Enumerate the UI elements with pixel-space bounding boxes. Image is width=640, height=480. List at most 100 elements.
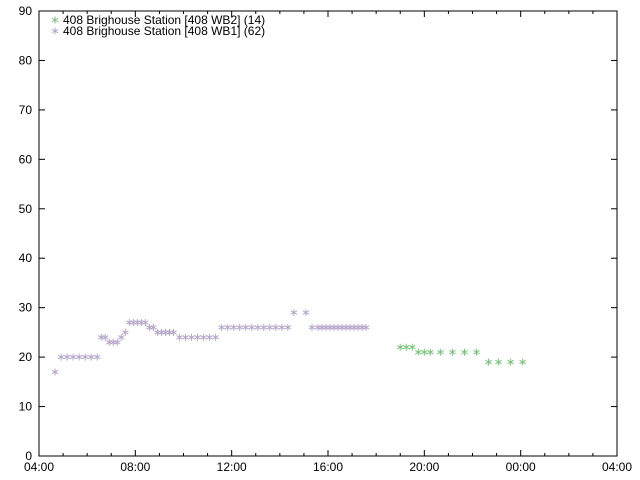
y-tick-label: 50 <box>19 202 33 216</box>
x-tick-label: 04:00 <box>602 460 632 474</box>
data-point <box>362 323 370 331</box>
data-point <box>266 323 274 331</box>
data-point <box>290 309 298 317</box>
data-point <box>461 348 468 356</box>
data-point <box>117 333 125 341</box>
data-point <box>330 323 338 331</box>
x-tick-label: 00:00 <box>506 460 536 474</box>
data-point <box>81 353 89 361</box>
x-tick-label: 04:00 <box>24 460 54 474</box>
data-point <box>427 348 434 356</box>
data-point <box>97 333 105 341</box>
data-point <box>260 323 268 331</box>
data-point <box>449 348 456 356</box>
data-point <box>338 323 346 331</box>
data-point <box>318 323 326 331</box>
data-point <box>113 338 121 346</box>
y-tick-label: 20 <box>19 350 33 364</box>
data-point <box>437 348 444 356</box>
data-point <box>142 319 149 326</box>
data-point <box>284 323 292 331</box>
data-point <box>206 333 213 341</box>
data-point <box>346 323 354 331</box>
data-point <box>308 323 316 331</box>
y-tick-label: 40 <box>19 251 33 265</box>
data-point <box>402 343 410 351</box>
data-point <box>272 323 280 331</box>
legend-marker <box>51 16 59 24</box>
data-point <box>342 323 350 331</box>
data-point <box>302 309 310 317</box>
data-point <box>154 328 161 336</box>
data-point <box>122 328 129 336</box>
data-point <box>473 348 480 356</box>
data-point <box>194 333 201 341</box>
data-point <box>93 353 101 361</box>
x-tick-label: 20:00 <box>409 460 439 474</box>
data-point <box>278 323 286 331</box>
data-point <box>326 323 334 331</box>
legend-marker <box>51 27 59 35</box>
y-tick-label: 30 <box>19 301 33 315</box>
data-point <box>212 333 219 341</box>
data-point <box>101 333 109 341</box>
data-points <box>51 309 526 376</box>
legend-entry: 408 Brighouse Station [408 WB2] (14) <box>63 13 265 27</box>
data-point <box>200 333 207 341</box>
legend-entry: 408 Brighouse Station [408 WB1] (62) <box>63 24 265 38</box>
data-point <box>138 319 145 326</box>
data-point <box>75 353 83 361</box>
data-point <box>334 323 342 331</box>
x-axis: 04:00 08:00 12:00 16:00 20:00 00:00 04:00 <box>24 11 632 474</box>
y-tick-label: 0 <box>25 449 32 463</box>
y-tick-label: 10 <box>19 400 33 414</box>
data-point <box>126 319 133 326</box>
data-point <box>254 323 262 331</box>
y-axis: 0 10 20 30 40 50 60 70 80 90 <box>19 4 617 463</box>
data-point <box>314 323 322 331</box>
data-point <box>188 333 195 341</box>
data-point <box>354 323 362 331</box>
data-point <box>322 323 330 331</box>
data-point <box>166 328 173 336</box>
data-point <box>507 358 514 366</box>
data-point <box>69 353 77 361</box>
data-point <box>63 353 71 361</box>
data-point <box>485 358 492 366</box>
y-tick-label: 60 <box>19 152 33 166</box>
data-point <box>396 343 404 351</box>
data-point <box>421 348 428 356</box>
data-point <box>51 368 59 376</box>
data-point <box>176 333 183 341</box>
data-point <box>350 323 358 331</box>
plot-border <box>38 10 618 457</box>
data-point <box>57 353 65 361</box>
y-tick-label: 90 <box>19 4 33 18</box>
data-point <box>236 323 243 331</box>
y-tick-label: 80 <box>19 53 33 67</box>
data-point <box>408 343 416 351</box>
data-point <box>519 358 526 366</box>
x-tick-label: 12:00 <box>217 460 247 474</box>
data-point <box>150 323 157 331</box>
legend: 408 Brighouse Station [408 WB2] (14)408 … <box>51 13 265 38</box>
data-point <box>230 323 237 331</box>
data-point <box>415 348 422 356</box>
data-point <box>358 323 366 331</box>
data-point <box>105 338 113 346</box>
x-tick-label: 08:00 <box>120 460 150 474</box>
data-point <box>182 333 189 341</box>
data-point <box>109 338 117 346</box>
data-point <box>134 319 141 326</box>
plot-frame <box>38 10 618 457</box>
data-point <box>87 353 95 361</box>
data-point <box>224 323 231 331</box>
data-point <box>170 328 177 336</box>
data-point <box>248 323 256 331</box>
data-point <box>158 328 165 336</box>
data-point <box>162 328 169 336</box>
data-point <box>218 323 225 331</box>
y-tick-label: 70 <box>19 103 33 117</box>
data-point <box>146 323 153 331</box>
x-tick-label: 16:00 <box>313 460 343 474</box>
